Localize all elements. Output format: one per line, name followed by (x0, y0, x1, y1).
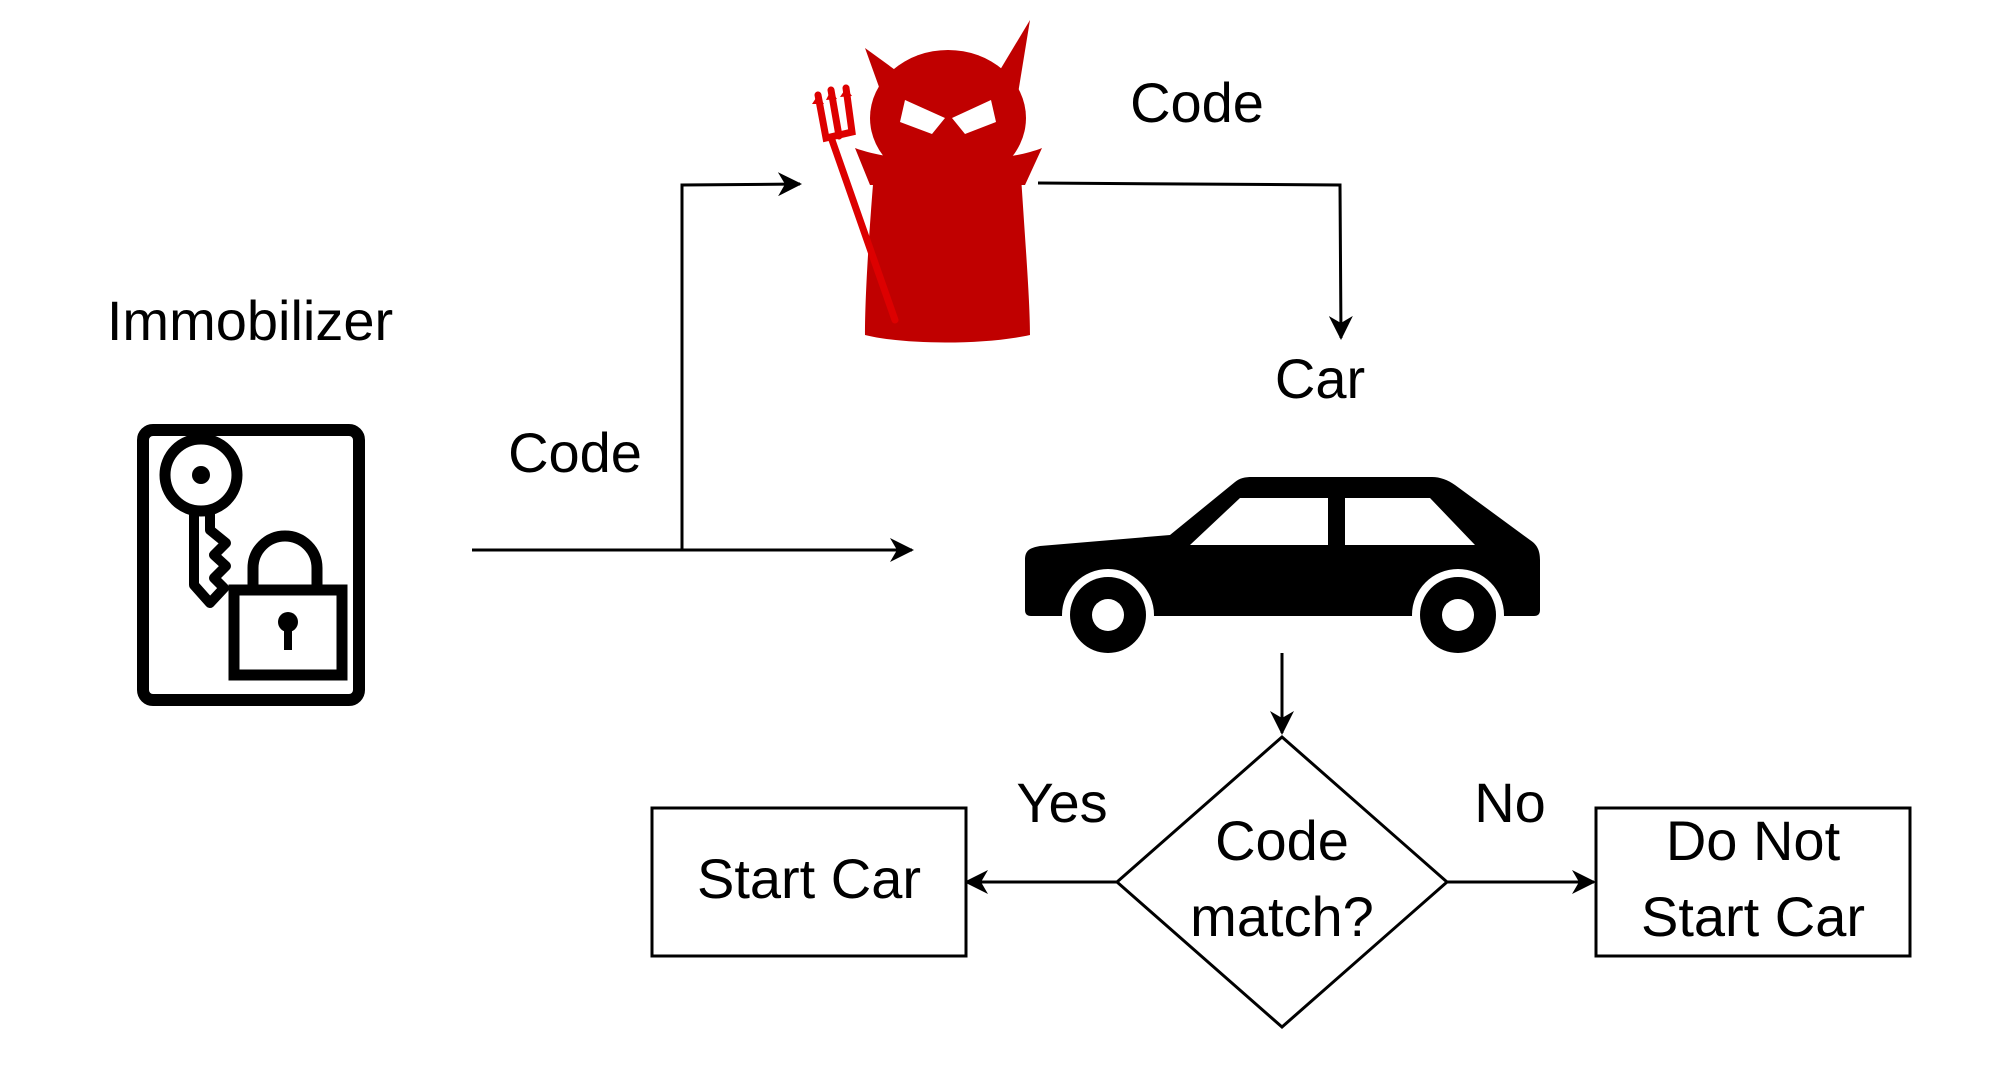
immobilizer-label: Immobilizer (107, 289, 393, 352)
code-label-intercept: Code (508, 421, 642, 484)
yes-label: Yes (1016, 771, 1107, 834)
start-car-node: Start Car (650, 806, 968, 958)
car-label: Car (1275, 347, 1365, 410)
decision-text-line-1: Code (1215, 809, 1349, 872)
car-icon (1025, 477, 1540, 661)
arrow-attacker-to-car (1037, 181, 1353, 340)
key-lock-icon (137, 424, 365, 706)
no-label: No (1474, 771, 1546, 834)
devil-icon (812, 20, 1042, 343)
decision-node: Code match? (1114, 735, 1450, 1029)
do-not-start-text-line-1: Do Not (1666, 809, 1841, 872)
code-label-replay: Code (1130, 71, 1264, 134)
do-not-start-text-line-2: Start Car (1641, 885, 1865, 948)
do-not-start-car-node: Do Not Start Car (1594, 806, 1912, 958)
start-car-text: Start Car (697, 847, 921, 910)
decision-text-line-2: match? (1190, 885, 1374, 948)
arrow-to-attacker (680, 172, 802, 550)
